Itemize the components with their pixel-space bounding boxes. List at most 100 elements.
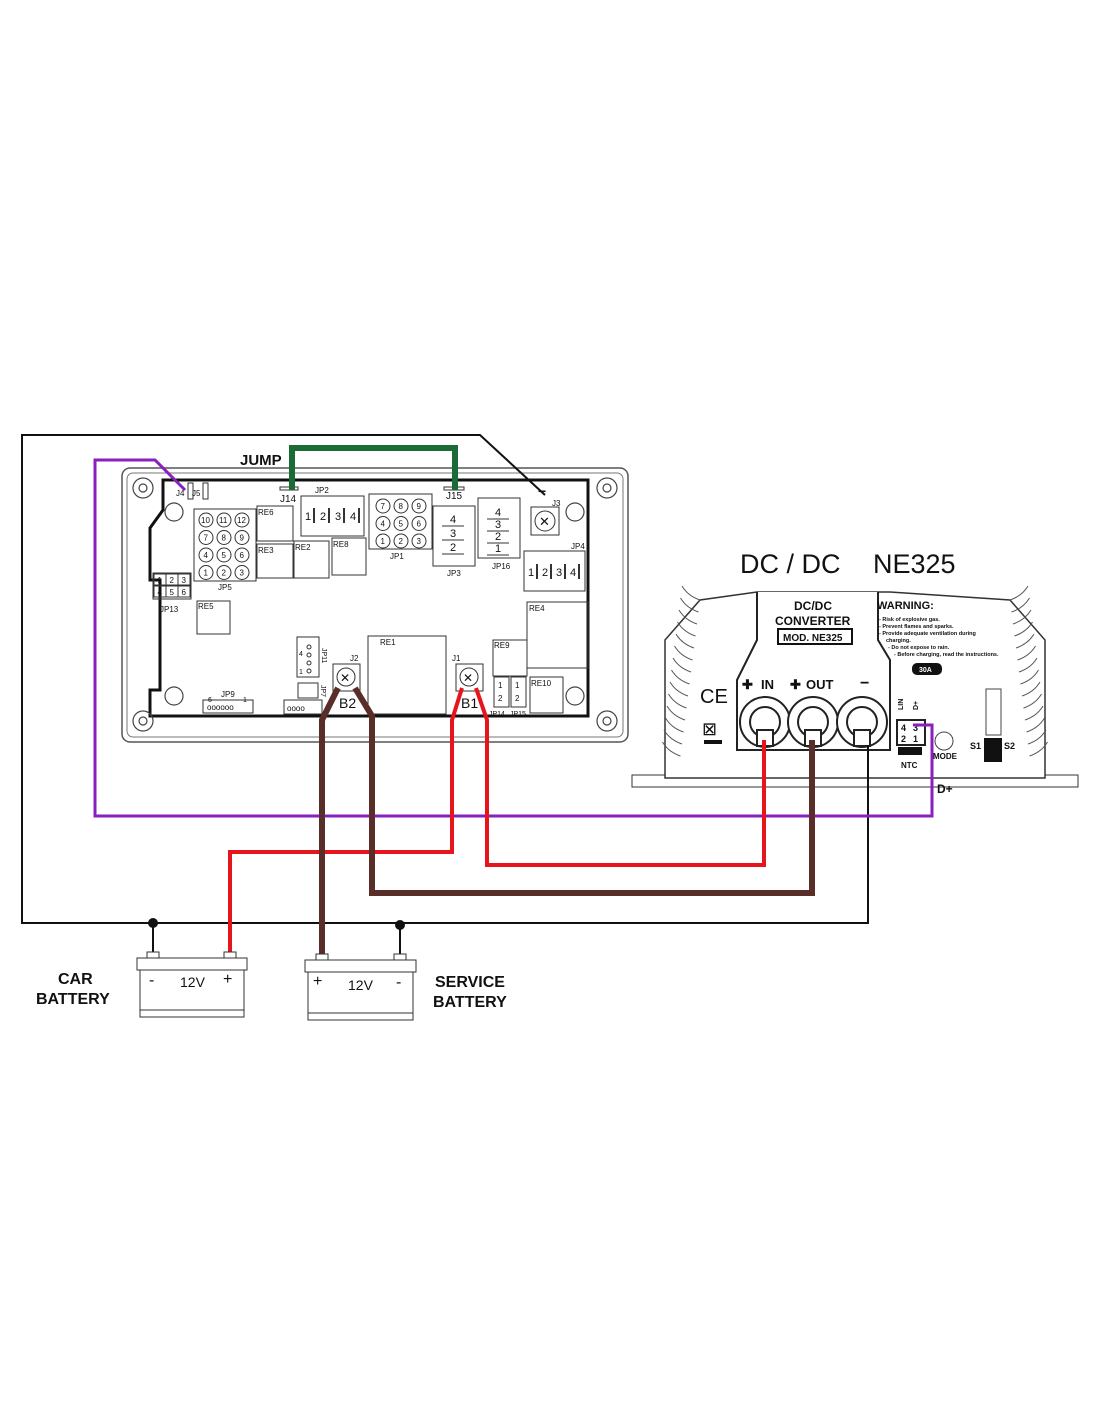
connector-jp13 (152, 572, 192, 600)
connector-pin (216, 547, 232, 563)
connector-jp1 (368, 493, 433, 550)
heatsink-fins (662, 585, 1048, 757)
connector-pin (216, 565, 232, 580)
pin-number: 1 (381, 537, 386, 546)
connector-pin (234, 565, 250, 580)
pin-number: 4 (495, 507, 501, 519)
terminal-out-label: OUT (806, 677, 834, 692)
connector-jp9 (202, 699, 254, 714)
battery-plus: + (223, 971, 232, 988)
connector-pin (393, 516, 409, 531)
label-re3: RE3 (258, 546, 274, 555)
d-plus-label: D+ (937, 782, 953, 796)
connector-pin (177, 585, 191, 598)
pin-number: 7 (381, 502, 386, 511)
connector-pins: oooo (287, 704, 305, 713)
pin-number: 2 (542, 567, 548, 579)
fuse-rating: 30A (919, 667, 932, 674)
plus-icon: ✚ (742, 677, 753, 692)
label-j14: J14 (280, 494, 297, 505)
pin-number: 6 (417, 520, 422, 529)
mode-button[interactable] (934, 731, 954, 751)
battery-minus: - (149, 972, 154, 989)
pin-number: 3 (182, 576, 187, 585)
connector-jp11 (296, 636, 320, 678)
jp15-pin: 1 (515, 681, 520, 690)
pin-number: 8 (399, 502, 404, 511)
label-jp5: JP5 (218, 583, 232, 592)
junction-dot (148, 918, 158, 928)
label-re8: RE8 (333, 540, 349, 549)
screw-terminal-j3 (534, 510, 556, 532)
label-jp1: JP1 (390, 552, 404, 561)
connector-jp5 (193, 508, 257, 582)
screw-cross-icon: ✕ (463, 671, 473, 685)
label-jp2: JP2 (315, 486, 329, 495)
pin-number: 4 (204, 551, 209, 560)
label-jp9: JP9 (221, 690, 235, 699)
label-jp14: JP14 (489, 711, 505, 718)
label-lin: LIN (898, 699, 905, 710)
ce-mark: CE (700, 686, 728, 708)
connector-pin (234, 547, 250, 563)
warning-title: WARNING: (877, 600, 934, 612)
screw-terminal-b2 (336, 667, 356, 687)
warning-line: - Before charging, read the instructions… (894, 652, 999, 658)
label-j2: J2 (350, 654, 359, 663)
connector-pin (234, 530, 250, 545)
wire-ground (21, 434, 869, 924)
warning-line: - Do not expose to rain. (888, 645, 950, 651)
pin-number: 2 (222, 569, 227, 578)
connector-pin (411, 498, 427, 514)
connector-pin (393, 498, 409, 514)
pin-number: 4 (570, 567, 576, 579)
connector-jp16 (477, 497, 521, 559)
terminal-minus-label: − (860, 675, 869, 692)
screw-cross-icon: ✕ (539, 514, 550, 529)
battery-minus: - (396, 974, 401, 991)
panel-title: DC/DC (794, 599, 832, 613)
connector-pin (375, 533, 391, 549)
jp11-pin-label: 1 (299, 669, 303, 676)
pin-number: 8 (222, 534, 227, 543)
s1-s2-switch[interactable] (984, 738, 1002, 762)
label-re5: RE5 (198, 602, 214, 611)
connector-pin: 4 (901, 723, 906, 733)
connector-pin (177, 573, 191, 586)
wires (21, 434, 934, 960)
pin-number: 2 (450, 542, 456, 554)
pin-number: 4 (350, 511, 356, 523)
label-re10: RE10 (531, 679, 552, 688)
connector-pins: oooooo (207, 703, 234, 712)
jp9-pin-label: 6 (208, 697, 212, 704)
wire-car-positive (228, 687, 464, 960)
connector-pin (393, 533, 409, 549)
pin-number: 1 (495, 543, 501, 555)
converter-title: DC / DC (740, 549, 841, 579)
wire-service-positive (319, 686, 341, 958)
jp9-pin-label: 1 (243, 697, 247, 704)
dc-dc-converter: DC/DC CONVERTER MOD. NE325 WARNING: - Ri… (631, 585, 1079, 788)
connector-jp3 (432, 505, 476, 567)
label-jp16: JP16 (492, 562, 511, 571)
label-b2: B2 (339, 695, 356, 711)
pin-number: 11 (219, 516, 228, 525)
label-ntc: NTC (901, 761, 918, 770)
label-s1: S1 (970, 741, 981, 751)
junction-dot (395, 920, 405, 930)
battery-plus: + (313, 973, 322, 990)
pin-number: 2 (495, 531, 501, 543)
pin-number: 12 (237, 516, 246, 525)
connector-pin (198, 547, 214, 563)
battery-label: BATTERY (433, 994, 507, 1011)
pin-number: 2 (320, 511, 326, 523)
label-j15: J15 (446, 491, 463, 502)
pin-number: 5 (399, 520, 404, 529)
pin-number: 3 (495, 519, 501, 531)
pin-number: 2 (170, 576, 175, 585)
mounting-holes (132, 477, 618, 732)
pin-number: 6 (240, 551, 245, 560)
label-jp15: JP15 (510, 711, 526, 718)
warning-line: - Provide adequate ventilation during (879, 631, 976, 637)
